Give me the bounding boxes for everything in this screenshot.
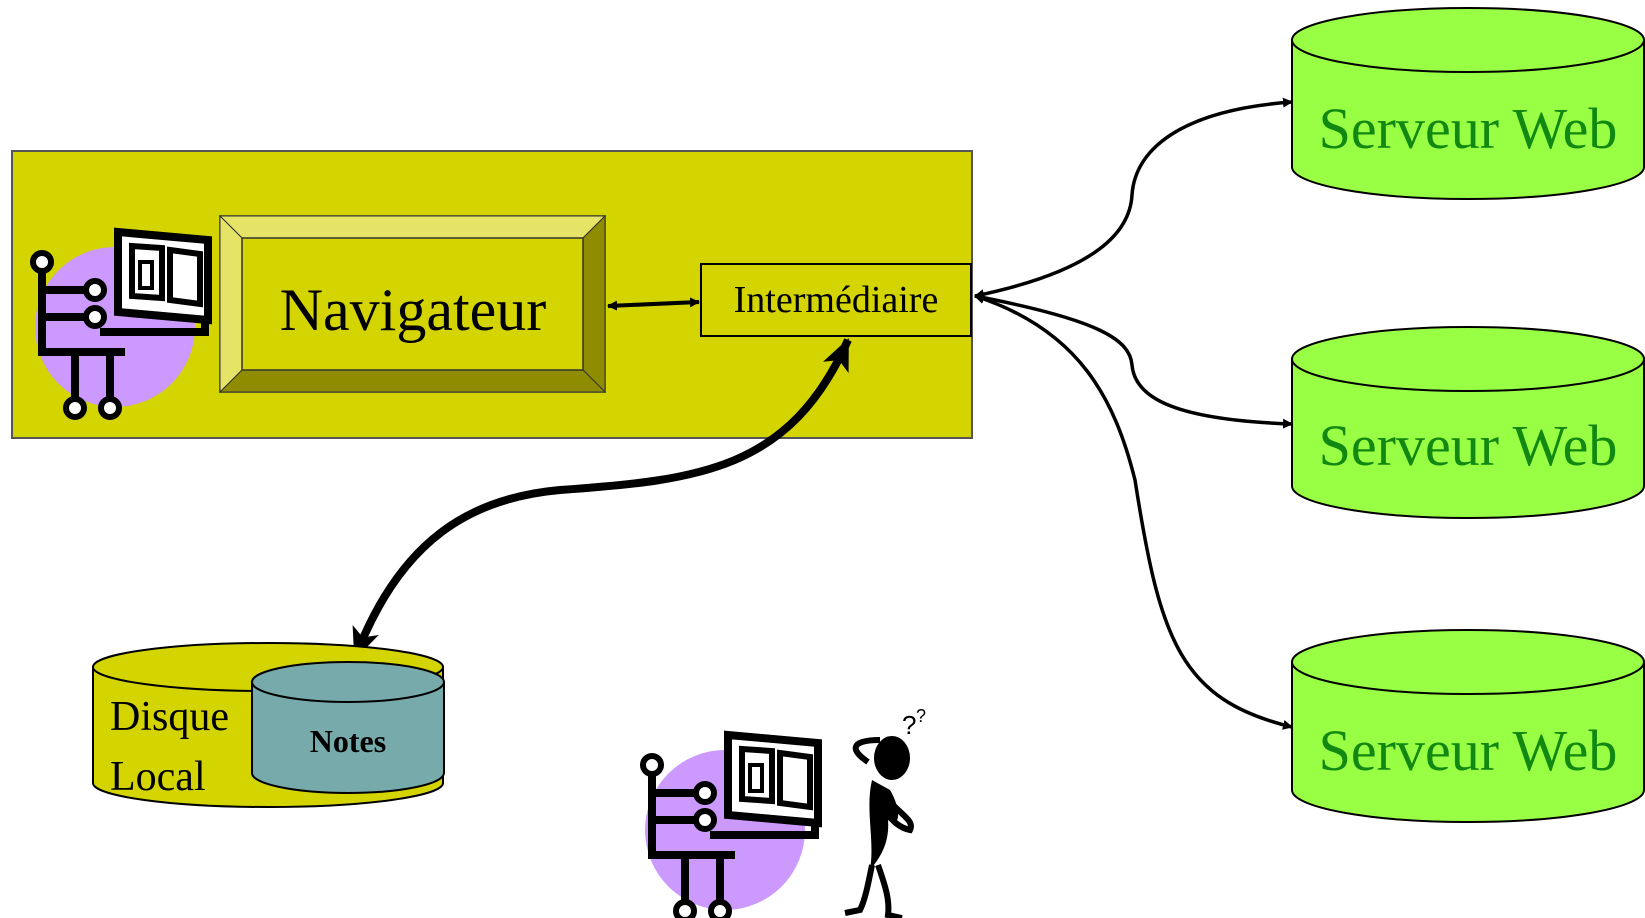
- svg-text:?: ?: [902, 710, 916, 740]
- server-label: Serveur Web: [1319, 96, 1618, 161]
- notes-store[interactable]: Notes: [251, 661, 445, 794]
- server-label: Serveur Web: [1319, 413, 1618, 478]
- local-disk-label-line2: Local: [110, 754, 206, 800]
- proxy-notes-arrow: [351, 338, 852, 660]
- confused-person-icon: ? ?: [844, 706, 926, 918]
- navigator-label: Navigateur: [280, 277, 547, 343]
- proxy-label: Intermédiaire: [734, 279, 939, 321]
- proxy-server1-arrow: [974, 97, 1293, 300]
- server-label: Serveur Web: [1319, 718, 1618, 783]
- web-server-1[interactable]: Serveur Web: [1291, 7, 1645, 200]
- computer-user-icon: [643, 735, 818, 918]
- proxy-server3-arrow: [974, 294, 1293, 730]
- proxy-box[interactable]: Intermédiaire: [700, 263, 972, 337]
- navigator-box[interactable]: Navigateur: [218, 214, 607, 394]
- svg-text:?: ?: [916, 706, 926, 726]
- navigator-proxy-arrow: [607, 297, 700, 311]
- local-disk-label-line1: Disque: [110, 694, 229, 740]
- web-server-2[interactable]: Serveur Web: [1291, 326, 1645, 519]
- web-server-3[interactable]: Serveur Web: [1291, 629, 1645, 823]
- notes-label: Notes: [310, 723, 386, 759]
